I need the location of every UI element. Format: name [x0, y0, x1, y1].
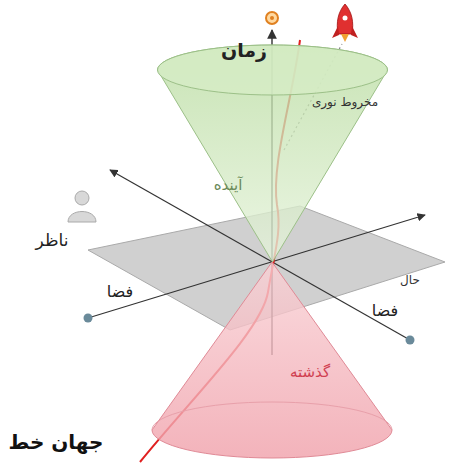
axis-dot: [406, 336, 415, 345]
plane-label: حال: [400, 273, 420, 287]
axis-label: فضا: [372, 301, 398, 320]
axis-label: زمان: [221, 39, 267, 62]
cone-name: مخروط نوری: [312, 95, 378, 109]
time-marker: [266, 12, 278, 24]
time-marker: [270, 16, 274, 20]
axis-dot: [84, 314, 93, 323]
cone-outline: [155, 42, 390, 267]
cone-label: آینده: [214, 176, 243, 194]
cone-label: گذشته: [290, 363, 330, 381]
cone-outline: [150, 258, 395, 463]
future-cone: آینده: [155, 42, 390, 267]
observer-label: ناظر: [36, 230, 69, 250]
rocket-icon: [332, 4, 358, 42]
axis-label: فضا: [107, 282, 133, 301]
past-cone: گذشته: [150, 258, 395, 463]
observer-icon: [68, 191, 96, 222]
world-line-label: جهان خط: [9, 430, 104, 454]
